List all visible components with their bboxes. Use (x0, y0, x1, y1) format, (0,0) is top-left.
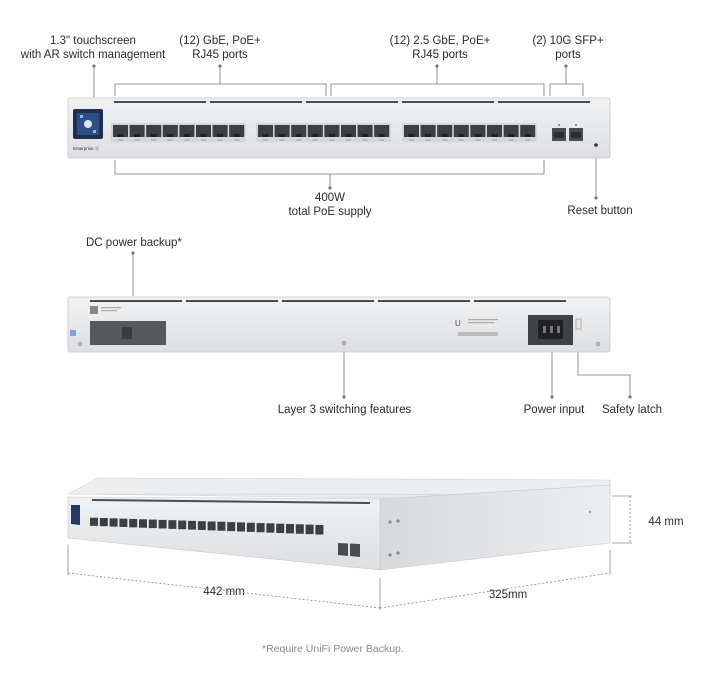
rj45-port (520, 125, 536, 137)
rj45-port (113, 125, 128, 137)
gbe-bracket (114, 83, 327, 96)
g25-ports-label-line1: (12) 2.5 GbE, PoE+ (389, 35, 491, 47)
rj45-port (404, 125, 419, 137)
perspective-rj45-port (286, 523, 294, 534)
gbe-ports-label-line1: (12) GbE, PoE+ (179, 35, 261, 47)
perspective-rj45-port (148, 519, 157, 529)
poe-bracket (114, 160, 545, 175)
rj45-port (357, 125, 373, 137)
rj45-port (291, 125, 307, 137)
gbe-ports-label-line2: RJ45 ports (192, 49, 248, 61)
sfp-ports-label-line1: (2) 10G SFP+ (532, 35, 604, 47)
reset-button (594, 143, 598, 147)
sfp-ports-label: (2) 10G SFP+ ports (520, 34, 616, 62)
perspective-rj45-port (158, 519, 167, 529)
perspective-rj45-port (256, 523, 265, 533)
perspective-rj45-port (119, 518, 128, 527)
rj45-port (212, 125, 228, 137)
rj45-port (162, 125, 178, 137)
safety-latch-label: Safety latch (601, 404, 663, 416)
depth-dim-line (379, 572, 611, 609)
svg-text:U: U (455, 319, 461, 328)
sfp-bracket (549, 83, 584, 96)
rj45-port (229, 125, 245, 137)
layer3-label: Layer 3 switching features (277, 404, 412, 416)
reset-button-label: Reset button (567, 205, 633, 217)
perspective-view (67, 477, 632, 610)
rj45-port (129, 125, 145, 137)
rj45-port (146, 125, 162, 137)
g25-bracket (330, 83, 545, 96)
rj45-port (420, 125, 436, 137)
poe-supply-label: 400W total PoE supply (270, 191, 390, 219)
rj45-port (307, 125, 323, 137)
touchscreen-label: 1.3" touchscreen with AR switch manageme… (18, 34, 168, 62)
perspective-rj45-port (227, 522, 236, 532)
perspective-front (67, 496, 381, 571)
perspective-rj45-port (168, 520, 177, 529)
latch-leader (577, 345, 631, 397)
rj45-port (258, 125, 273, 137)
perspective-rj45-port (197, 521, 206, 530)
perspective-rj45-port (129, 518, 138, 528)
back-chassis (67, 296, 611, 353)
perspective-rj45-port (139, 519, 147, 528)
perspective-rj45-port (266, 523, 275, 533)
rj45-port (487, 125, 502, 137)
footnote: *Require UniFi Power Backup. (262, 643, 404, 655)
perspective-rj45-port (90, 517, 98, 526)
rj45-port (274, 125, 290, 137)
perspective-side (379, 484, 611, 571)
width-dimension-label: 442 mm (196, 585, 252, 599)
brand-text: Enterprise ⓤ (73, 145, 100, 152)
touchscreen-label-line1: 1.3" touchscreen (50, 35, 136, 47)
front-view: Enterprise ⓤ (67, 64, 611, 200)
rj45-port (324, 125, 340, 137)
rj45-port (503, 125, 519, 137)
dc-power-backup-label: DC power backup* (86, 237, 182, 249)
perspective-rj45-port (315, 524, 324, 535)
perspective-touchscreen (71, 505, 80, 525)
perspective-rj45-port (207, 521, 216, 531)
perspective-rj45-port (276, 523, 285, 534)
perspective-rj45-port (99, 518, 108, 527)
g25-ports-label-line2: RJ45 ports (412, 49, 468, 61)
perspective-rj45-port (237, 522, 245, 532)
perspective-rj45-port (188, 520, 196, 530)
perspective-rj45-port (246, 522, 255, 532)
depth-dimension-label: 325mm (480, 588, 536, 602)
back-view: U (67, 251, 632, 399)
width-dim-line (67, 572, 381, 609)
rj45-port (453, 125, 469, 137)
perspective-rj45-port (295, 524, 304, 534)
perspective-rj45-port (305, 524, 314, 535)
touchscreen-label-line2: with AR switch management (20, 49, 166, 61)
front-ports (111, 123, 537, 142)
safety-latch (575, 318, 582, 330)
rj45-port (196, 125, 211, 137)
height-dimension-label: 44 mm (648, 516, 684, 528)
perspective-ports (90, 517, 324, 535)
poe-supply-label-line1: 400W (314, 192, 346, 204)
rj45-port (470, 125, 486, 137)
sfp-ports-label-line2: ports (555, 49, 581, 61)
perspective-rj45-port (109, 518, 118, 527)
perspective-rj45-port (217, 521, 226, 531)
rj45-port (437, 125, 453, 137)
rj45-port (341, 125, 356, 137)
ground-icon (70, 330, 76, 336)
poe-supply-label-line2: total PoE supply (288, 206, 372, 218)
gbe-ports-label: (12) GbE, PoE+ RJ45 ports (160, 34, 280, 62)
rj45-port (374, 125, 390, 137)
perspective-rj45-port (178, 520, 187, 530)
g25-ports-label: (12) 2.5 GbE, PoE+ RJ45 ports (375, 34, 505, 62)
rj45-port (179, 125, 195, 137)
power-input-label: Power input (523, 404, 585, 416)
